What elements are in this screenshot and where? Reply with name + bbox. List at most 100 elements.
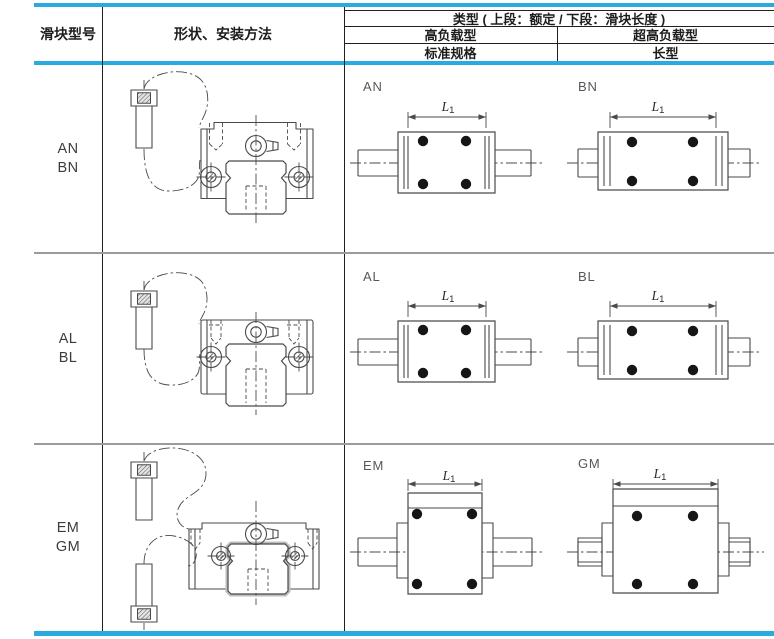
block-top-view-an bbox=[344, 65, 557, 252]
dimension-extension-lines bbox=[408, 479, 482, 491]
header-super-high-load: 超高负载型 bbox=[632, 28, 698, 43]
row3-model-labels: EM GM bbox=[34, 445, 102, 631]
model-label: BN bbox=[57, 159, 79, 176]
dimension-extension-lines bbox=[408, 301, 486, 317]
row-separator-2 bbox=[34, 443, 774, 445]
table-top-border bbox=[34, 3, 774, 7]
row-separator-1 bbox=[34, 252, 774, 254]
row1-model-labels: AN BN bbox=[34, 65, 102, 252]
bolt-hole bbox=[411, 508, 423, 520]
bolt-hole bbox=[411, 578, 423, 590]
block-flange bbox=[397, 523, 408, 578]
rail bbox=[358, 538, 397, 566]
subcolumn-divider bbox=[557, 26, 558, 61]
dimension-label-l1: L1 bbox=[651, 288, 665, 305]
bolt-hole bbox=[417, 324, 429, 336]
bolt-hole bbox=[626, 175, 638, 187]
block-top-view-em bbox=[344, 445, 557, 631]
block-body bbox=[598, 321, 728, 379]
header-standard-spec: 标准规格 bbox=[424, 45, 477, 61]
model-label: EM bbox=[56, 520, 80, 536]
bolt-hole bbox=[626, 325, 638, 337]
block-body bbox=[398, 132, 495, 193]
cell-label-em: EM bbox=[363, 458, 385, 473]
header-high-load: 高负载型 bbox=[424, 28, 477, 43]
bolt-hole bbox=[417, 367, 429, 379]
cell-label-bn: BN bbox=[578, 79, 598, 94]
bolt-hole bbox=[460, 367, 472, 379]
rail bbox=[728, 338, 750, 366]
rail bbox=[358, 339, 398, 365]
block-top-view-al bbox=[344, 254, 557, 443]
bolt-hole bbox=[417, 178, 429, 190]
model-label: BL bbox=[58, 349, 78, 366]
rail bbox=[358, 150, 398, 176]
bolt-hole bbox=[417, 135, 429, 147]
block-body bbox=[398, 321, 495, 382]
leader-line bbox=[144, 448, 206, 529]
block-top-view-gm bbox=[557, 445, 774, 631]
bolt-hole bbox=[687, 578, 699, 590]
rail bbox=[495, 339, 531, 365]
dimension-label-l1: L1 bbox=[441, 288, 455, 305]
dimension-label-l1: L1 bbox=[653, 466, 667, 483]
cap-screw bbox=[131, 564, 157, 630]
cell-label-al: AL bbox=[363, 269, 381, 284]
dimension-arrow bbox=[408, 481, 416, 487]
bolt-hole bbox=[466, 508, 478, 520]
type-header-bottom-line bbox=[344, 26, 774, 27]
dimension-arrow bbox=[408, 303, 416, 309]
header-long-type: 长型 bbox=[652, 45, 679, 61]
block-flange bbox=[718, 523, 729, 576]
bolt-hole bbox=[626, 136, 638, 148]
cell-label-gm: GM bbox=[578, 456, 601, 471]
mounting-drawing-al-bl bbox=[103, 254, 344, 443]
header-bottom-border bbox=[34, 61, 774, 65]
leader-line bbox=[144, 349, 200, 385]
leader-line bbox=[144, 273, 207, 324]
dimension-arrow bbox=[610, 114, 618, 120]
bolt-hole bbox=[687, 175, 699, 187]
row2-model-labels: AL BL bbox=[34, 254, 102, 443]
block-top-view-bl bbox=[557, 254, 774, 443]
dimension-arrow bbox=[474, 481, 482, 487]
cap-screw bbox=[131, 452, 157, 520]
dimension-extension-lines bbox=[610, 301, 716, 317]
dimension-label-l1: L1 bbox=[651, 99, 665, 116]
bolt-hole bbox=[460, 178, 472, 190]
rail bbox=[578, 338, 598, 366]
bolt-hole bbox=[687, 136, 699, 148]
leader-line bbox=[144, 149, 200, 191]
block-body bbox=[598, 132, 728, 190]
mounting-drawing-em-gm bbox=[103, 445, 344, 631]
dimension-arrow bbox=[613, 481, 621, 487]
cap-screw bbox=[131, 281, 157, 349]
dimension-arrow bbox=[708, 114, 716, 120]
dimension-arrow bbox=[710, 481, 718, 487]
bolt-hole bbox=[687, 510, 699, 522]
bolt-hole bbox=[460, 135, 472, 147]
bolt-hole bbox=[626, 364, 638, 376]
bolt-hole bbox=[687, 364, 699, 376]
bolt-hole bbox=[631, 510, 643, 522]
grease-nipple bbox=[246, 136, 267, 157]
rail bbox=[578, 149, 598, 177]
cell-label-bl: BL bbox=[578, 269, 596, 284]
block-flange bbox=[602, 523, 613, 576]
model-label: GM bbox=[55, 539, 81, 555]
header-shape-column: 形状、安装方法 bbox=[174, 26, 272, 42]
block-top-view-bn bbox=[557, 65, 774, 252]
header-model-column: 滑块型号 bbox=[40, 26, 96, 42]
dimension-extension-lines bbox=[408, 112, 486, 128]
dimension-arrow bbox=[478, 303, 486, 309]
block-body bbox=[613, 489, 718, 593]
dimension-label-l1: L1 bbox=[441, 99, 455, 116]
dimension-arrow bbox=[708, 303, 716, 309]
bolt-hole bbox=[631, 578, 643, 590]
rail bbox=[728, 149, 750, 177]
dimension-extension-lines bbox=[610, 112, 716, 128]
rail bbox=[495, 150, 531, 176]
dimension-arrow bbox=[478, 114, 486, 120]
dimension-extension-lines bbox=[613, 479, 718, 491]
